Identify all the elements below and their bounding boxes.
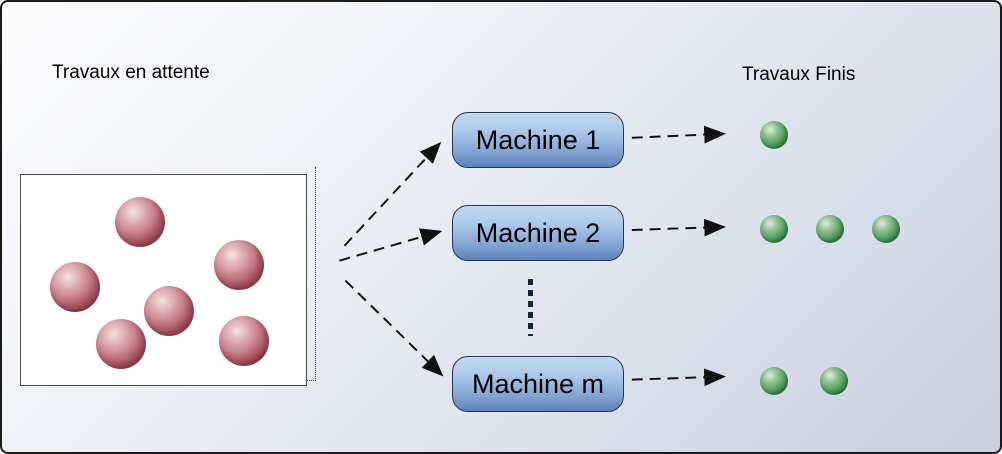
dashed-arrow-machine1-to-finished bbox=[631, 125, 726, 144]
finished-job-sphere-mm bbox=[820, 367, 848, 395]
dashed-arrow-machine2-to-finished bbox=[631, 218, 726, 237]
finished-job-sphere-m2 bbox=[760, 215, 788, 243]
dashed-arrow-machine-m-to-finished bbox=[631, 368, 726, 387]
waiting-jobs-box bbox=[20, 174, 307, 386]
machine-2-box: Machine 2 bbox=[452, 205, 624, 261]
machine-m-box: Machine m bbox=[452, 356, 624, 412]
waiting-job-sphere bbox=[214, 240, 264, 290]
waiting-job-sphere bbox=[115, 197, 165, 247]
machine-1-box: Machine 1 bbox=[452, 112, 624, 168]
finished-jobs-label: Travaux Finis bbox=[742, 64, 856, 85]
finished-job-sphere-m2 bbox=[816, 215, 844, 243]
machines-ellipsis bbox=[528, 279, 533, 336]
waiting-job-sphere bbox=[219, 316, 269, 366]
waiting-job-sphere bbox=[144, 286, 194, 336]
waiting-job-sphere bbox=[50, 262, 100, 312]
machine-m-label: Machine m bbox=[471, 368, 605, 399]
finished-job-sphere-m1 bbox=[760, 121, 788, 149]
waiting-jobs-label: Travaux en attente bbox=[52, 62, 210, 83]
machine-2-label: Machine 2 bbox=[475, 217, 601, 248]
finished-job-sphere-mm bbox=[760, 367, 788, 395]
waiting-job-sphere bbox=[96, 319, 146, 369]
dashed-arrow-queue-to-machine1 bbox=[343, 141, 442, 247]
dashed-arrow-queue-to-machine-m bbox=[344, 279, 444, 377]
machine-1-label: Machine 1 bbox=[475, 124, 601, 155]
dashed-arrow-queue-to-machine2 bbox=[339, 228, 443, 262]
finished-job-sphere-m2 bbox=[872, 215, 900, 243]
